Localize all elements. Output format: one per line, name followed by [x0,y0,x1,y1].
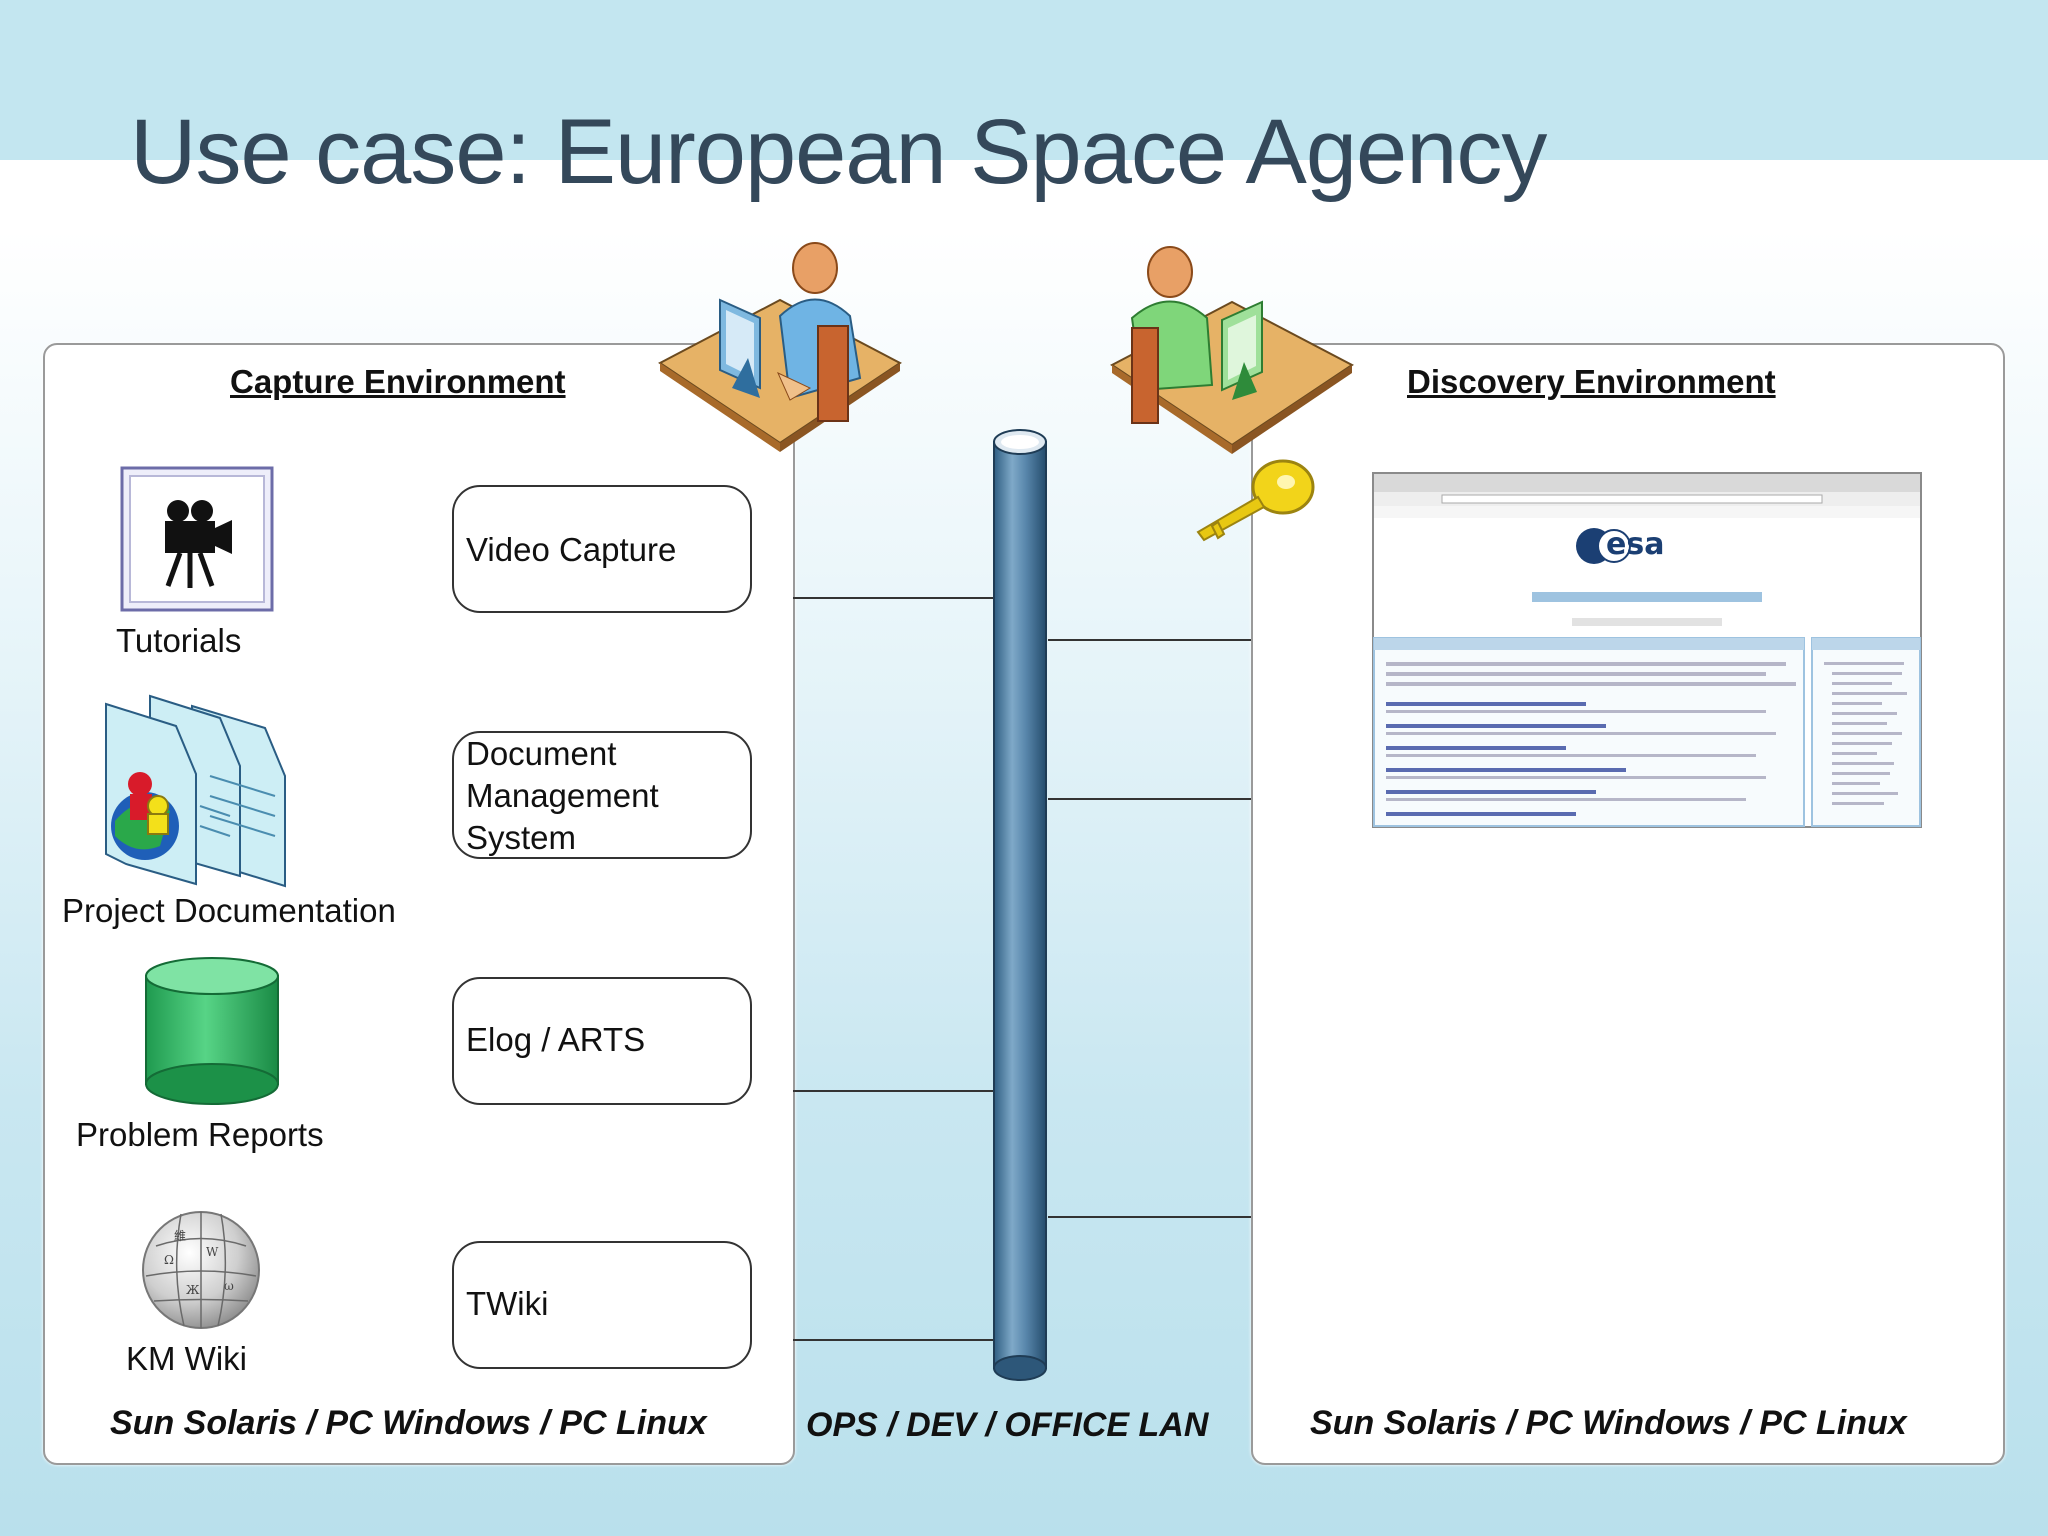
svg-text:Ж: Ж [186,1283,200,1297]
discovery-workstation-icon [1110,246,1354,454]
source-label-problem-reports: Problem Reports [76,1116,324,1153]
system-document-management: Document Management System [452,731,752,859]
system-label-document-management-line3: System [466,819,577,856]
capture-workstation-icon [658,242,902,452]
link-twiki [793,1339,998,1341]
esa-portal-screenshot: esa [1372,472,1922,828]
system-elog-arts: Elog / ARTS [452,977,752,1105]
documents-icon [105,694,286,888]
source-label-tutorials: Tutorials [116,622,242,659]
lan-pipe [993,429,1047,1381]
svg-text:Ω: Ω [164,1253,174,1267]
discovery-platforms: Sun Solaris / PC Windows / PC Linux [1310,1404,1907,1442]
system-twiki: TWiki [452,1241,752,1369]
svg-text:維: 維 [174,1229,186,1243]
link-discovery-1 [1048,639,1251,641]
source-label-project-documentation: Project Documentation [62,892,396,929]
link-elog [793,1090,998,1092]
system-video-capture: Video Capture [452,485,752,613]
discovery-environment-heading: Discovery Environment [1407,363,1776,400]
database-icon [145,957,279,1105]
link-discovery-2 [1048,798,1251,800]
svg-text:ω: ω [224,1279,234,1293]
capture-environment-heading: Capture Environment [230,363,566,400]
esa-logo-text: esa [1606,527,1664,562]
system-label-twiki: TWiki [466,1285,549,1322]
source-label-km-wiki: KM Wiki [126,1340,247,1377]
key-icon [1196,459,1315,542]
capture-platforms: Sun Solaris / PC Windows / PC Linux [110,1404,707,1442]
video-camera-icon [120,466,274,612]
system-label-document-management-line1: Document [466,735,617,772]
header-band [0,0,2048,160]
link-discovery-3 [1048,1216,1251,1218]
svg-text:W: W [206,1245,219,1259]
system-label-document-management-line2: Management [466,777,659,814]
system-label-video-capture: Video Capture [466,531,677,568]
link-video-capture [793,597,998,599]
system-label-elog-arts: Elog / ARTS [466,1021,646,1058]
page-title: Use case: European Space Agency [130,101,1547,203]
lan-label: OPS / DEV / OFFICE LAN [806,1406,1209,1444]
